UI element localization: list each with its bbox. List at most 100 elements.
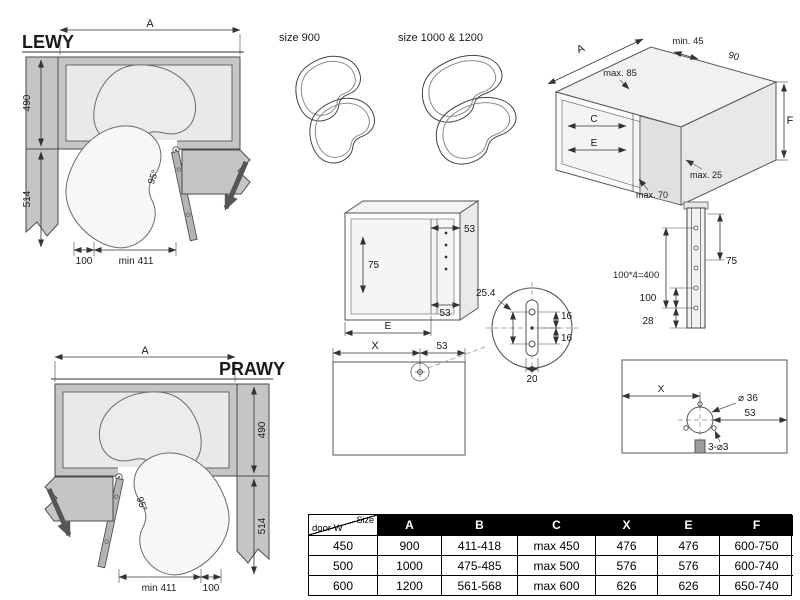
cell: 650-740	[719, 575, 793, 595]
door-swing-arrow	[223, 161, 249, 211]
corner-cabinet-plan	[25, 27, 251, 264]
iso-dim-c-label: C	[590, 114, 597, 125]
adjacent-cabinet-break	[181, 149, 251, 195]
drill-dim-53-label: 53	[744, 408, 756, 419]
drill-hole	[444, 243, 448, 247]
detail-dim-16a-label: 16	[561, 311, 573, 322]
iso-dim-max25-label: max. 25	[690, 170, 722, 180]
panel-top-block: X 53	[325, 340, 490, 465]
carcass-interior	[350, 218, 455, 315]
cell: 900	[377, 535, 441, 555]
door-panel	[171, 150, 198, 242]
carcass-front-svg: 53 75 53 E	[343, 200, 480, 336]
col-header-e: E	[657, 515, 719, 535]
drill-dim-dia36-label: ⌀ 36	[738, 393, 758, 404]
panel-outline	[332, 361, 466, 456]
detail-dim-20-label: 20	[526, 374, 538, 385]
cell: 600-750	[719, 535, 793, 555]
dim-100-label: 100	[203, 583, 220, 594]
iso-dim-a-label: A	[575, 42, 587, 56]
prawy-plan-block: PRAWY A 490 514 100 min 411 95°	[25, 345, 285, 595]
rail-dim-75-label: 75	[726, 256, 738, 267]
front-dim-75-label: 75	[368, 260, 380, 271]
corner-cabinet-plan-mirrored	[45, 357, 269, 590]
rail-svg: 100*4=400 75 100 28	[613, 201, 738, 329]
drill-panel-block: X ⌀ 36 53 3-⌀3	[612, 348, 797, 463]
prawy-plan-svg: PRAWY A 490 514 100 min 411 95°	[25, 345, 285, 594]
dim-min411-label: min 411	[142, 583, 177, 594]
dim-490-label: 490	[257, 421, 268, 438]
table-corner-cell: Size door W	[309, 515, 377, 535]
hole-detail-svg: 25.4 16 16 20	[476, 282, 578, 385]
iso-cabinet-block: A min. 45 90 max. 85 F C E max. 70 max. …	[536, 22, 798, 212]
cell-doorw-450: 450	[309, 535, 377, 555]
cell-doorw-500: 500	[309, 555, 377, 575]
col-header-f: F	[719, 515, 793, 535]
dim-100-label: 100	[76, 256, 93, 267]
iso-dim-e-label: E	[591, 138, 598, 149]
dimension-table: Size door W A B C X E F 450 900 411-418 …	[308, 514, 793, 596]
carcass-top-face	[343, 200, 480, 214]
hinge-arm	[694, 439, 706, 454]
col-header-c: C	[517, 515, 595, 535]
panel-top-svg: X 53	[332, 340, 486, 456]
cell: 626	[657, 575, 719, 595]
rail-hole	[693, 265, 699, 271]
rail-dim-100-label: 100	[640, 293, 657, 304]
panel-dim-53-label: 53	[436, 341, 448, 352]
lewy-plan-svg: LEWY A 490 514 100 min 411 95°	[22, 18, 251, 267]
corner-size-label: Size	[356, 515, 374, 525]
lewy-title: LEWY	[22, 32, 74, 52]
hole-dia3	[683, 425, 689, 431]
dim-514-label: 514	[257, 517, 268, 534]
angle-95-label: 95°	[134, 496, 149, 513]
hole-detail-block: 25.4 16 16 20	[470, 270, 600, 390]
col-header-a: A	[377, 515, 441, 535]
front-dim-53-bottom-label: 53	[439, 308, 451, 319]
carcass-front-block: 53 75 53 E	[335, 195, 500, 345]
col-header-x: X	[595, 515, 657, 535]
angle-95-label: 95°	[146, 168, 161, 185]
hole-dia3	[711, 425, 717, 431]
cell: max 450	[517, 535, 595, 555]
detail-hole-center	[530, 326, 534, 330]
tray-set-1000-1200	[414, 47, 526, 171]
tray-sizes-block: size 900 size 1000 & 1200	[265, 25, 535, 171]
rail-hole	[693, 305, 699, 311]
drill-hole	[444, 231, 448, 235]
dim-min411-label: min 411	[119, 256, 154, 267]
cell: 576	[595, 555, 657, 575]
dim-a-label: A	[141, 345, 149, 357]
cell: 1200	[377, 575, 441, 595]
detail-dim-254-label: 25.4	[476, 288, 496, 299]
cell: max 500	[517, 555, 595, 575]
drill-panel-outline	[621, 359, 788, 454]
drill-dim-x-label: X	[658, 384, 665, 395]
iso-dim-min45-label: min. 45	[672, 36, 703, 47]
rail-block: 100*4=400 75 100 28	[612, 198, 797, 343]
dim-514-label: 514	[22, 190, 33, 207]
cell: 626	[595, 575, 657, 595]
iso-dim-f-label: F	[787, 115, 794, 127]
col-header-b: B	[441, 515, 517, 535]
iso-dim-90-label: 90	[727, 50, 740, 63]
cell-doorw-600: 600	[309, 575, 377, 595]
rail-dim-28-label: 28	[642, 316, 654, 327]
tray-sizes-svg: size 900 size 1000 & 1200	[279, 32, 526, 171]
front-dim-e-label: E	[384, 320, 391, 332]
cell: 1000	[377, 555, 441, 575]
dim-a-label: A	[146, 18, 154, 30]
cell: 561-568	[441, 575, 517, 595]
cell: 411-418	[441, 535, 517, 555]
prawy-title: PRAWY	[219, 359, 285, 379]
drill-hole	[444, 255, 448, 259]
cell: 476	[595, 535, 657, 555]
corner-doorw-label: door W	[312, 523, 343, 534]
cell: 600-740	[719, 555, 793, 575]
cell: 476	[657, 535, 719, 555]
drill-panel-svg: X ⌀ 36 53 3-⌀3	[621, 359, 788, 454]
rail-hole	[693, 225, 699, 231]
cell: max 600	[517, 575, 595, 595]
tray-size-1000-1200-label: size 1000 & 1200	[398, 32, 483, 44]
